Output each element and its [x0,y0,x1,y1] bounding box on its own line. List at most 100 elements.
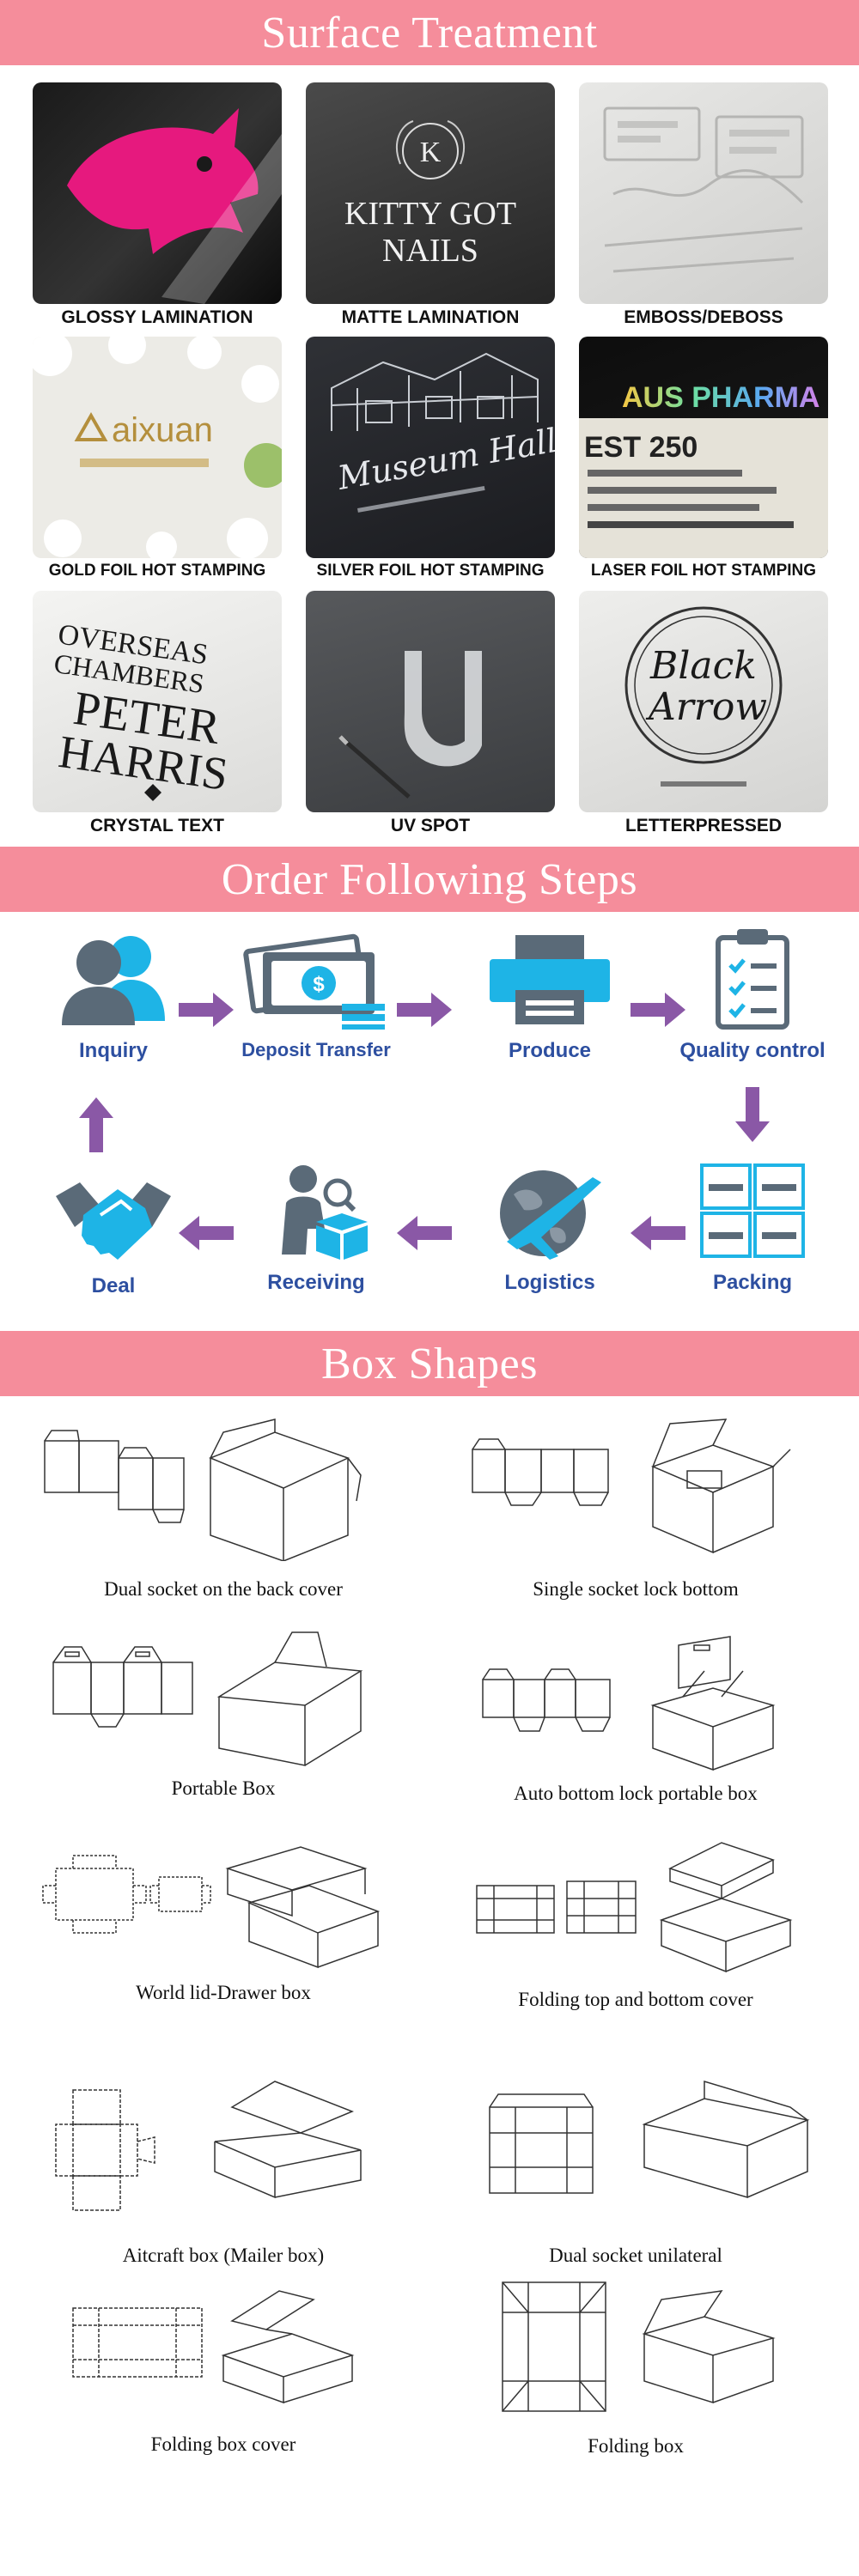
surface-item-uv-spot: UV SPOT [306,591,555,840]
surface-caption: GOLD FOIL HOT STAMPING [48,562,266,580]
surface-caption: CRYSTAL TEXT [90,816,224,835]
step-label: Deposit Transfer [241,1039,391,1060]
order-steps-flow: Inquiry $ Deposit Transfer [0,914,859,1324]
surface-item-laser-foil: AUS PHARMA EST 250 LASER FOIL HOT STAMPI… [579,337,828,586]
arrow-left-icon [397,1216,452,1250]
box-shape-auto-bottom-portable: Auto bottom lock portable box [430,1628,842,1843]
arrow-left-icon [179,1216,234,1250]
people-icon [19,922,208,1034]
photo-text: Arrow [645,685,767,729]
surface-caption: GLOSSY LAMINATION [61,307,253,327]
arrow-up-icon [79,1097,113,1152]
box-shape-dual-socket-back: Dual socket on the back cover [17,1415,430,1630]
box-shape-folding-cover: Folding box cover [17,2274,430,2488]
surface-item-letterpressed: Black Arrow LETTERPRESSED [579,591,828,840]
photo-text: EST 250 [584,431,698,464]
box-shapes-grid: Dual socket on the back cover Single soc… [0,1398,859,2576]
surface-item-glossy: GLOSSY LAMINATION [33,82,282,331]
arrow-right-icon [397,993,452,1027]
photo-text: KITTY GOT [344,196,516,232]
photo-text: AUS PHARMA [622,381,819,414]
printer-icon [455,922,644,1034]
dieline-diagram [55,2081,362,2211]
section-title: Order Following Steps [221,854,638,904]
box-shape-single-socket-lock: Single socket lock bottom [430,1415,842,1630]
dieline-diagram [44,1419,362,1561]
handshake-icon [19,1159,208,1271]
monogram-text: K [420,137,442,168]
money-transfer-icon: $ [222,922,411,1034]
surface-item-gold-foil: aixuan GOLD FOIL HOT STAMPING [33,337,282,586]
box-shape-folding-top-bottom: Folding top and bottom cover [430,1834,842,2049]
surface-caption: SILVER FOIL HOT STAMPING [316,562,545,580]
surface-caption: LETTERPRESSED [624,816,783,835]
dieline-diagram [502,2281,776,2412]
box-shape-world-lid-drawer: World lid-Drawer box [17,1834,430,2049]
dieline-diagram [472,1419,791,1554]
step-label: Inquiry [78,1039,148,1062]
box-shape-dual-socket-unilateral: Dual socket unilateral [430,2073,842,2287]
shape-caption: Single socket lock bottom [533,1578,739,1600]
clipboard-checklist-icon [658,922,847,1034]
shape-caption: Folding box [588,2435,684,2457]
matte-lamination-photo: K KITTY GOT NAILS [306,82,555,304]
step-label: Quality control [679,1039,825,1062]
glossy-lamination-photo [33,82,282,304]
svg-text:$: $ [313,973,325,996]
arrow-down-icon [735,1087,770,1142]
dieline-diagram [42,1846,381,1969]
silver-foil-photo: Museum Hall [306,337,555,558]
airplane-globe-icon [455,1156,644,1267]
surface-caption: EMBOSS/DEBOSS [624,307,783,327]
emboss-deboss-photo [579,82,828,304]
surface-caption: MATTE LAMINATION [341,307,520,327]
laser-foil-photo: AUS PHARMA EST 250 [579,337,828,558]
surface-item-emboss: EMBOSS/DEBOSS [579,82,828,331]
gold-foil-photo: aixuan [33,337,282,558]
crystal-text-photo: OVERSEAS CHAMBERS PETER HARRIS [33,591,282,812]
shape-caption: Folding box cover [150,2433,296,2455]
box-shape-folding: Folding box [430,2274,842,2488]
arrow-right-icon [179,993,234,1027]
surface-item-crystal-text: OVERSEAS CHAMBERS PETER HARRIS CRYSTAL T… [33,591,282,840]
uv-spot-photo [306,591,555,812]
dieline-diagram [476,1842,793,1973]
order-steps-banner: Order Following Steps [0,847,859,912]
dieline-diagram [52,1631,363,1766]
step-label: Receiving [267,1271,365,1294]
shape-caption: Folding top and bottom cover [518,1989,753,2010]
photo-text: aixuan [112,411,213,449]
photo-text: Black [649,644,757,688]
dieline-diagram [489,2080,810,2198]
shape-caption: World lid-Drawer box [136,1982,311,2003]
box-shapes-banner: Box Shapes [0,1331,859,1396]
photo-text: NAILS [382,233,478,269]
surface-caption: UV SPOT [390,816,471,835]
step-label: Logistics [504,1271,595,1294]
step-label: Deal [91,1274,136,1297]
step-label: Packing [712,1271,793,1294]
surface-item-matte: K KITTY GOT NAILS MATTE LAMINATION [306,82,555,331]
step-label: Produce [508,1039,592,1062]
box-shape-portable: Portable Box [17,1628,430,1843]
shape-caption: Portable Box [171,1777,276,1799]
dieline-diagram [482,1636,776,1771]
surface-item-silver-foil: Museum Hall SILVER FOIL HOT STAMPING [306,337,555,586]
letterpressed-photo: Black Arrow [579,591,828,812]
photo-text: Museum Hall [334,422,555,497]
dieline-diagram [72,2290,355,2404]
arrow-left-icon [631,1216,685,1250]
section-title: Box Shapes [321,1339,538,1388]
shape-caption: Aitcraft box (Mailer box) [122,2245,325,2266]
shape-caption: Dual socket unilateral [549,2245,722,2266]
surface-treatment-grid: GLOSSY LAMINATION K KITTY GOT NAILS MATT… [0,65,859,840]
surface-caption: LASER FOIL HOT STAMPING [590,562,817,580]
boxes-icon [658,1156,847,1267]
shape-caption: Auto bottom lock portable box [514,1783,758,1804]
box-shape-aircraft-mailer: Aitcraft box (Mailer box) [17,2073,430,2287]
section-title: Surface Treatment [261,8,598,58]
arrow-right-icon [631,993,685,1027]
surface-treatment-banner: Surface Treatment [0,0,859,65]
shape-caption: Dual socket on the back cover [104,1578,343,1600]
person-box-icon [222,1156,411,1267]
